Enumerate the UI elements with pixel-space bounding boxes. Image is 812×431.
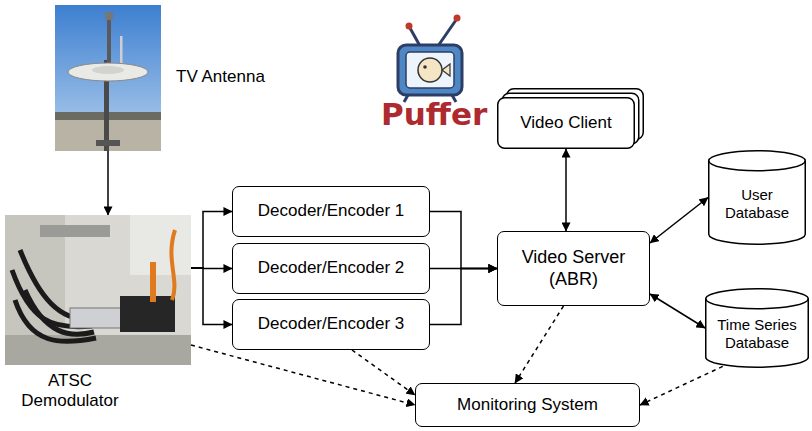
process-box: Decoder/Encoder 3 xyxy=(232,299,430,350)
cylinder-body xyxy=(706,289,809,368)
data-connector xyxy=(107,151,109,215)
node-label: Video Server (ABR) xyxy=(514,247,634,290)
data-connector xyxy=(191,212,232,269)
data-connector xyxy=(430,269,497,325)
database-cylinder: Time Series Database xyxy=(705,288,809,368)
data-connector xyxy=(650,198,708,244)
stacked-box: Video Client xyxy=(497,97,635,149)
data-connector xyxy=(430,212,497,269)
cylinder-rim xyxy=(706,299,809,309)
logo-text: Puffer xyxy=(381,96,487,132)
node-label: Decoder/Encoder 3 xyxy=(258,314,404,334)
cylinder-rim xyxy=(709,161,806,171)
monitoring-connector xyxy=(515,306,564,383)
monitoring-connector xyxy=(352,350,415,395)
demodulator-photo-node: ATSC Demodulator xyxy=(5,215,191,365)
demodulator-photo xyxy=(5,215,191,365)
database-cylinder: User Database xyxy=(708,150,806,245)
process-box: Monitoring System xyxy=(415,383,640,427)
node-label: ATSC Demodulator xyxy=(10,371,130,412)
node-label: Monitoring System xyxy=(457,395,598,415)
process-box: Decoder/Encoder 1 xyxy=(232,186,430,237)
node-label: Decoder/Encoder 1 xyxy=(258,201,404,221)
node-label: Video Client xyxy=(520,113,611,133)
antenna-photo xyxy=(55,5,161,151)
monitoring-connector xyxy=(191,345,415,405)
process-box: Decoder/Encoder 2 xyxy=(232,243,430,294)
box-layer xyxy=(498,98,635,149)
node-label: Time Series Database xyxy=(714,316,800,352)
node-label: User Database xyxy=(717,186,797,222)
data-connector xyxy=(650,294,705,328)
puffer-logo-icon xyxy=(398,15,462,103)
node-label: TV Antenna xyxy=(176,67,265,87)
antenna-photo-node: TV Antenna xyxy=(55,5,161,151)
monitoring-connector xyxy=(640,363,730,405)
node-label: Decoder/Encoder 2 xyxy=(258,258,404,278)
data-connector xyxy=(191,268,232,325)
data-connector xyxy=(565,149,567,231)
server-box: Video Server (ABR) xyxy=(497,231,650,306)
cylinder-body xyxy=(709,151,806,244)
